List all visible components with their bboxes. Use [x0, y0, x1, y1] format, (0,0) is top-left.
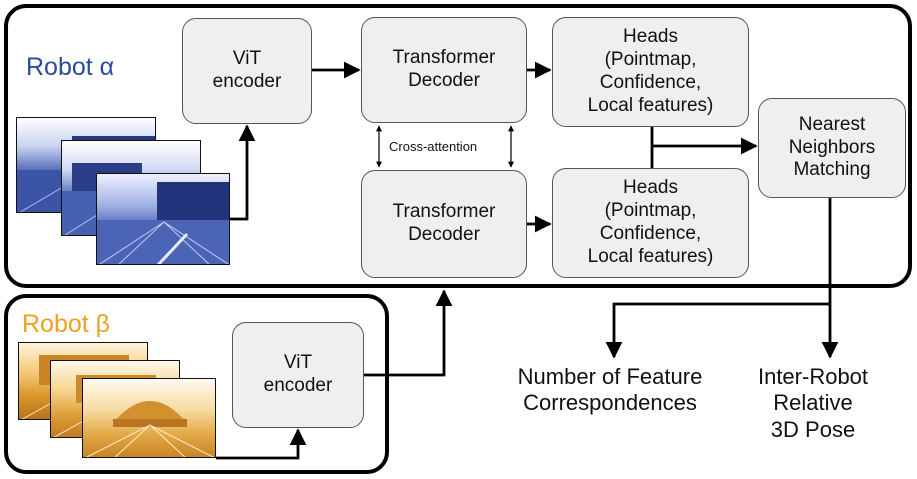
arrow-alpha-images-to-encoder	[230, 124, 256, 221]
robot-alpha-image-3	[96, 173, 230, 265]
arrow-beta-images-to-encoder	[216, 428, 307, 460]
transformer-decoder-bottom: Transformer Decoder	[361, 170, 527, 278]
output-feature-correspondences: Number of Feature Correspondences	[517, 364, 703, 416]
transformer-decoder-top: Transformer Decoder	[361, 17, 527, 123]
vit-encoder-alpha: ViT encoder	[182, 18, 312, 124]
heads-top: Heads (Pointmap, Confidence, Local featu…	[552, 17, 749, 127]
robot-beta-image-3	[82, 378, 216, 458]
robot-alpha-label: Robot α	[26, 53, 115, 81]
vit-encoder-beta: ViT encoder	[232, 322, 364, 428]
robot-beta-frame	[4, 294, 389, 474]
arrow-matching-to-correspondences	[605, 302, 830, 359]
robot-beta-label: Robot β	[22, 310, 111, 338]
robot-alpha-frame	[4, 4, 912, 288]
output-relative-pose: Inter-Robot Relative 3D Pose	[757, 364, 869, 442]
arrow-heads-to-matching	[650, 127, 756, 168]
cross-attention-label: Cross-attention	[389, 139, 478, 154]
arrow-beta-encoder-to-decoder	[364, 289, 453, 377]
heads-bottom: Heads (Pointmap, Confidence, Local featu…	[552, 168, 749, 278]
